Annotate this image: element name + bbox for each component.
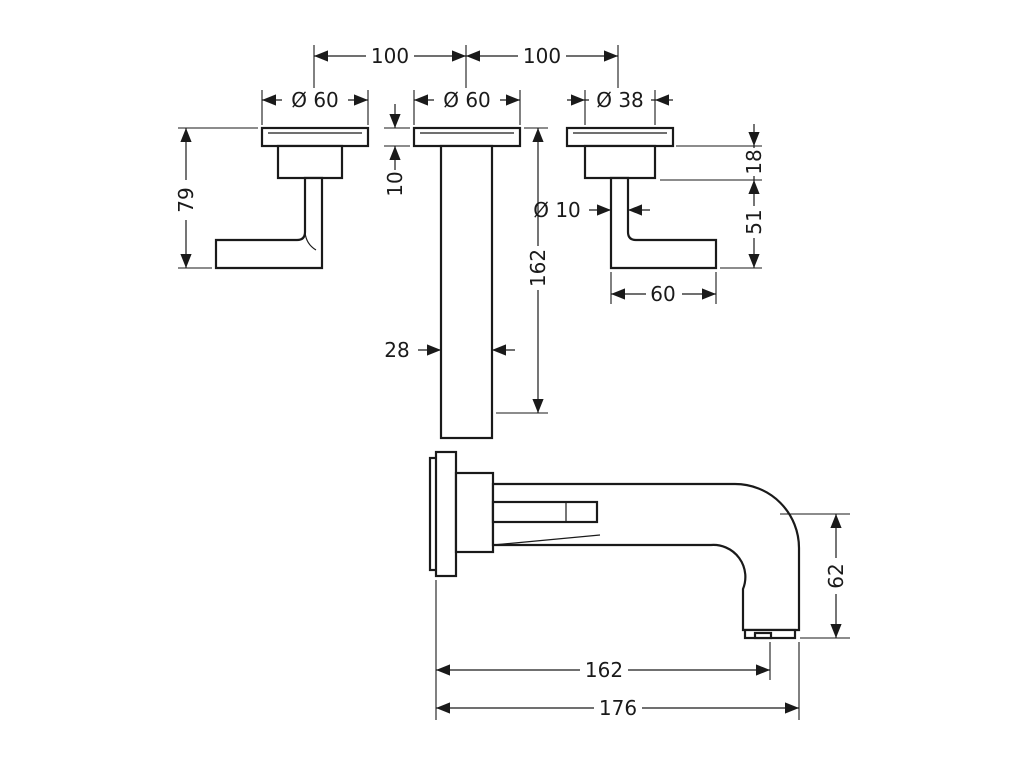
dimension-sleeve-length: 162 <box>496 127 550 414</box>
dim-left-height: 79 <box>174 187 198 212</box>
dim-spout-total-projection: 176 <box>599 696 637 720</box>
dim-right-diameter: Ø 38 <box>596 88 644 112</box>
dimension-right-handle-vertical: 18 51 <box>660 124 766 269</box>
spout-side-view <box>428 450 801 640</box>
dim-spacing-right: 100 <box>523 44 561 68</box>
dim-right-lever-length: 60 <box>650 282 675 306</box>
dimension-left-height: 79 <box>174 127 258 269</box>
dimension-spout-projection: 162 176 <box>435 580 800 720</box>
dimension-spout-height: 62 <box>780 513 850 639</box>
dim-center-diameter: Ø 60 <box>443 88 491 112</box>
center-spout-rosette <box>412 126 522 440</box>
dim-spout-projection: 162 <box>585 658 623 682</box>
dimension-sleeve-width: 28 <box>384 338 515 362</box>
dim-sleeve-length: 162 <box>526 249 550 287</box>
dim-right-lever-drop: 51 <box>742 209 766 234</box>
left-handle <box>214 126 370 270</box>
dimension-diameters: Ø 60 Ø 60 Ø 38 <box>261 88 673 125</box>
dimension-lever-diameter: Ø 10 <box>533 198 650 222</box>
dim-spacing-left: 100 <box>371 44 409 68</box>
dim-right-rosette: 18 <box>742 149 766 174</box>
dimension-spacing: 100 100 <box>313 44 619 90</box>
dim-left-diameter: Ø 60 <box>291 88 339 112</box>
dim-sleeve-width: 28 <box>384 338 409 362</box>
dim-rosette-thickness: 10 <box>383 171 407 196</box>
right-handle <box>565 126 718 270</box>
dim-spout-height: 62 <box>824 563 848 588</box>
dimension-right-lever-length: 60 <box>610 272 717 306</box>
dimension-rosette-thickness: 10 <box>383 104 410 197</box>
dim-lever-diameter: Ø 10 <box>533 198 581 222</box>
